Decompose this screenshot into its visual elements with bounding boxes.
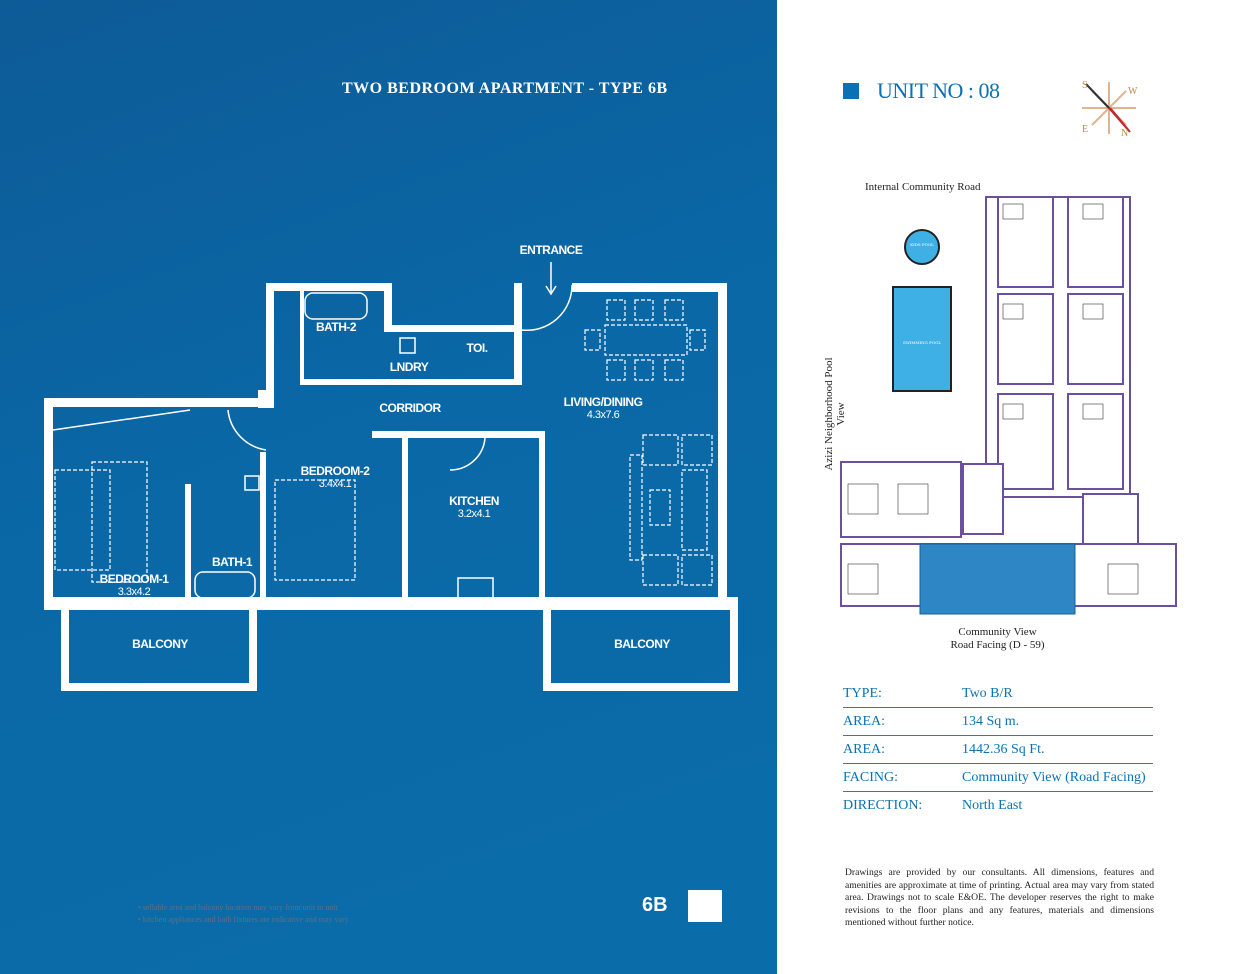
unit-number-heading: UNIT NO : 08 (843, 78, 1000, 104)
room-label-toilet: TOI. (466, 341, 488, 355)
swimming-pool (892, 286, 952, 392)
kids-pool-label: KIDS POOL (910, 242, 934, 247)
fixtures (52, 262, 573, 601)
room-label-laundry: LNDRY (389, 360, 429, 374)
type-code: 6B (642, 894, 668, 916)
furniture (54, 299, 713, 586)
info-value: Two B/R (962, 685, 1013, 701)
info-value: 1442.36 Sq Ft. (962, 741, 1045, 757)
kitchen-dimensions: 3.2x4.1 (457, 508, 491, 520)
note-item: • sellable area and balcony location may… (138, 903, 338, 912)
unit-info-table: TYPE: Two B/R AREA: 134 Sq m. AREA: 1442.36… (843, 680, 1153, 819)
living-name: LIVING/DINING (563, 395, 643, 409)
compass-n: N (1121, 128, 1128, 139)
info-key: DIRECTION: (843, 797, 923, 813)
room-label-balcony-right: BALCONY (614, 637, 670, 651)
unit-square-marker (843, 83, 859, 99)
info-row-area-sqft: AREA: 1442.36 Sq Ft. (843, 736, 1153, 764)
unit-number: UNIT NO : 08 (877, 78, 1000, 103)
bedroom-1-name: BEDROOM-1 (99, 572, 169, 586)
page-title: TWO BEDROOM APARTMENT - TYPE 6B (342, 80, 668, 97)
bedroom-2-dimensions: 3.4x4.1 (318, 478, 352, 490)
living-dimensions: 4.3x7.6 (586, 409, 620, 421)
plan-notes: • sellable area and balcony location may… (138, 902, 349, 926)
room-label-bath-2: BATH-2 (315, 320, 357, 334)
balconies (61, 601, 738, 691)
info-row-type: TYPE: Two B/R (843, 680, 1153, 708)
bedroom-1-dimensions: 3.3x4.2 (117, 586, 151, 598)
disclaimer: Drawings are provided by our consultants… (845, 867, 1154, 928)
top-road-label: Internal Community Road (865, 181, 981, 193)
info-key: AREA: (843, 741, 885, 757)
info-key: AREA: (843, 713, 885, 729)
info-row-area-sqm: AREA: 134 Sq m. (843, 708, 1153, 736)
kids-pool (904, 229, 940, 265)
info-key: TYPE: (843, 685, 882, 701)
info-key: FACING: (843, 769, 898, 785)
info-value: 134 Sq m. (962, 713, 1020, 729)
community-view-label: Community View (958, 626, 1037, 638)
info-row-direction: DIRECTION: North East (843, 792, 1153, 819)
compass-e: E (1082, 124, 1088, 135)
bedroom-2-name: BEDROOM-2 (300, 464, 370, 478)
info-row-facing: FACING: Community View (Road Facing) (843, 764, 1153, 792)
info-value: North East (962, 797, 1023, 813)
type-code-box (688, 890, 722, 922)
compass-s: S (1082, 80, 1088, 91)
compass-w: W (1128, 86, 1138, 97)
room-label-bath-1: BATH-1 (211, 555, 253, 569)
entrance-label: ENTRANCE (519, 243, 583, 257)
walls (44, 283, 738, 610)
highlighted-unit (919, 543, 1076, 615)
key-plan: KIDS POOL SWIMMING POOL (840, 196, 1177, 615)
floor-plan-panel: TWO BEDROOM APARTMENT - TYPE 6B ENTRANCE… (0, 0, 777, 974)
info-value: Community View (Road Facing) (962, 769, 1146, 785)
compass-icon: S W E N (1082, 80, 1138, 139)
kitchen-name: KITCHEN (449, 494, 499, 508)
road-facing-label: Road Facing (D - 59) (950, 639, 1045, 651)
note-item: • kitchen appliances and bath fixtures a… (138, 915, 349, 924)
bottom-view-label: Community View Road Facing (D - 59) (930, 626, 1065, 652)
floor-plan-drawing (0, 0, 777, 974)
room-label-balcony-left: BALCONY (132, 637, 188, 651)
room-label-corridor: CORRIDOR (379, 401, 441, 415)
swimming-pool-label: SWIMMING POOL (903, 340, 941, 345)
